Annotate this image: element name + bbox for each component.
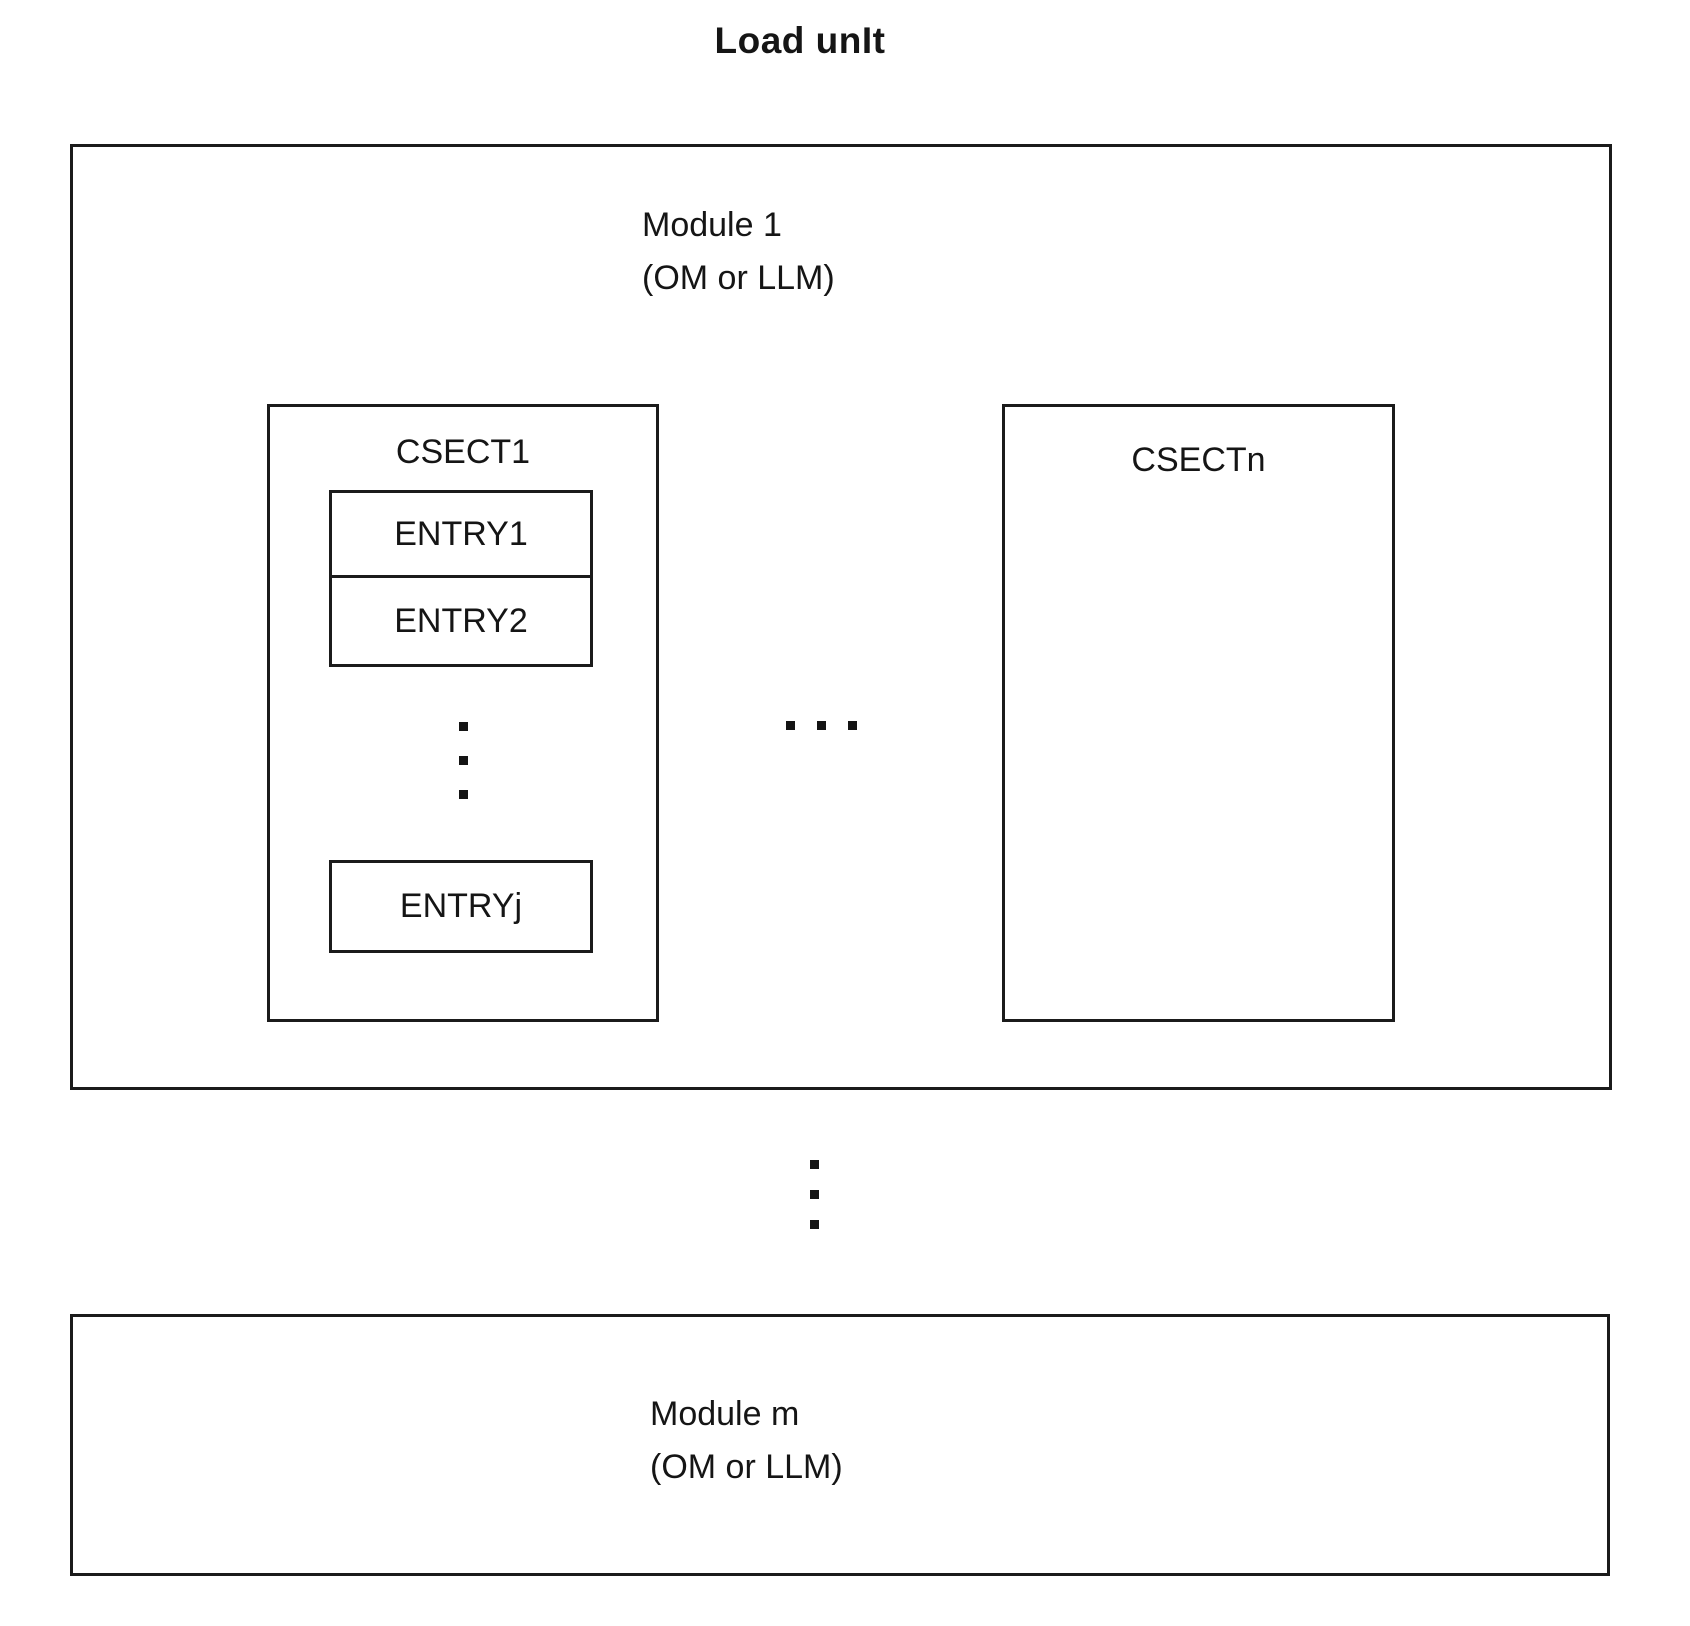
ellipsis-dot [786,721,795,730]
csect1-label: CSECT1 [395,433,531,471]
ellipsis-dot [458,756,468,765]
module-continuation-ellipsis-icon [810,1160,819,1250]
module-1-type: (OM or LLM) [642,259,835,297]
csectn-box: CSECTn [1002,404,1395,1022]
module-m-name: Module m [650,1395,800,1433]
ellipsis-dot [848,721,857,730]
entry1-label: ENTRY1 [394,514,528,553]
entryj-label: ENTRYj [399,887,523,925]
csect1-box: CSECT1 ENTRY1 ENTRY2 ENTRYj [267,404,659,1022]
vertical-ellipsis-icon [270,722,656,824]
ellipsis-dot [810,1220,819,1229]
module-1-name: Module 1 [642,206,782,244]
module-1-label: Module 1 (OM or LLM) [642,199,835,305]
ellipsis-dot [458,790,468,799]
module-m-box: Module m (OM or LLM) [70,1314,1610,1576]
ellipsis-dot [817,721,826,730]
entry1-box: ENTRY1 [329,490,593,578]
horizontal-ellipsis-icon [786,721,879,730]
ellipsis-dot [810,1190,819,1199]
module-m-label: Module m (OM or LLM) [650,1388,843,1494]
module-1-box: Module 1 (OM or LLM) CSECT1 ENTRY1 ENTRY… [70,144,1612,1090]
diagram-title: Load unIt [714,20,886,61]
module-m-type: (OM or LLM) [650,1448,843,1486]
ellipsis-dot [458,722,468,731]
entry2-box: ENTRY2 [329,578,593,667]
entry2-label: ENTRY2 [394,601,528,640]
ellipsis-dot [810,1160,819,1169]
entryj-box: ENTRYj [329,860,593,953]
csectn-label: CSECTn [1131,441,1266,479]
